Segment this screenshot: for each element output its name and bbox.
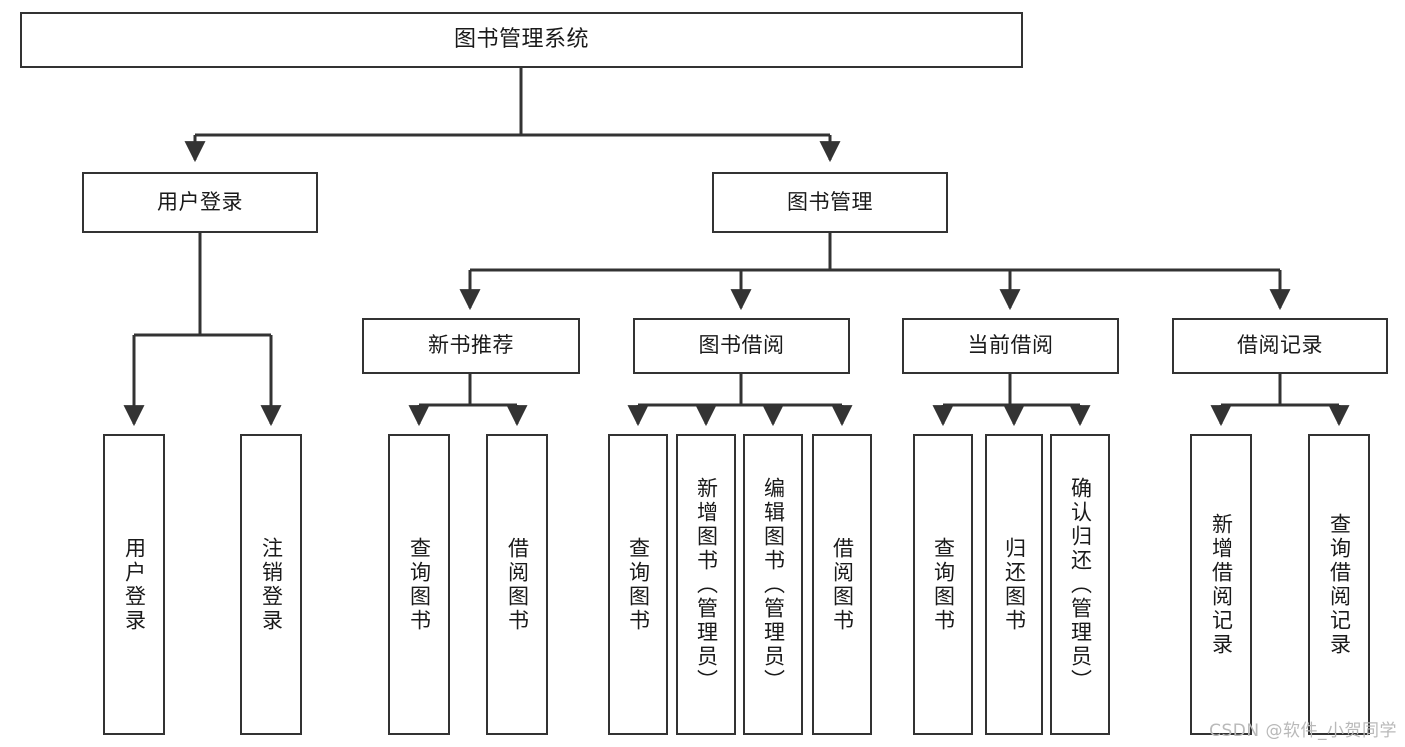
node-label: 图书借阅 [698,333,785,358]
leaf-query-book-current[interactable]: 查询图书 [913,434,973,735]
leaf-user-login[interactable]: 用户登录 [103,434,165,735]
node-label: 借阅记录 [1237,333,1323,358]
node-label: 借阅图书 [830,536,855,633]
node-label: 用户登录 [157,189,243,214]
leaf-query-book-recommend[interactable]: 查询图书 [388,434,450,735]
node-label: 确认归还（管理员） [1068,476,1093,693]
node-label: 查询图书 [931,536,956,633]
node-label: 归还图书 [1002,536,1027,633]
node-label: 查询借阅记录 [1327,512,1352,657]
node-label: 查询图书 [407,536,432,633]
node-label: 新增借阅记录 [1209,512,1234,657]
node-label: 借阅图书 [505,536,530,633]
node-label: 图书管理 [787,189,873,214]
node-label: 新书推荐 [428,333,514,358]
node-label: 用户登录 [122,536,147,633]
node-label: 编辑图书（管理员） [761,476,786,693]
node-book-management[interactable]: 图书管理 [712,172,948,233]
node-current-borrow[interactable]: 当前借阅 [902,318,1119,374]
leaf-query-borrow-record[interactable]: 查询借阅记录 [1308,434,1370,735]
node-book-borrow[interactable]: 图书借阅 [633,318,850,374]
node-borrow-record[interactable]: 借阅记录 [1172,318,1388,374]
node-label: 注销登录 [259,536,284,633]
leaf-add-borrow-record[interactable]: 新增借阅记录 [1190,434,1252,735]
node-label: 图书管理系统 [453,26,589,52]
leaf-edit-book-admin[interactable]: 编辑图书（管理员） [743,434,803,735]
node-label: 当前借阅 [967,333,1054,358]
node-new-book-recommend[interactable]: 新书推荐 [362,318,580,374]
node-user-login[interactable]: 用户登录 [82,172,318,233]
node-label: 查询图书 [626,536,651,633]
leaf-confirm-return-admin[interactable]: 确认归还（管理员） [1050,434,1110,735]
node-root-system[interactable]: 图书管理系统 [20,12,1023,68]
leaf-query-book-borrow[interactable]: 查询图书 [608,434,668,735]
node-label: 新增图书（管理员） [694,476,719,693]
leaf-logout[interactable]: 注销登录 [240,434,302,735]
csdn-watermark: CSDN @软件_小贺同学 [1209,721,1397,741]
leaf-add-book-admin[interactable]: 新增图书（管理员） [676,434,736,735]
leaf-return-book[interactable]: 归还图书 [985,434,1043,735]
leaf-borrow-book-recommend[interactable]: 借阅图书 [486,434,548,735]
leaf-borrow-book[interactable]: 借阅图书 [812,434,872,735]
